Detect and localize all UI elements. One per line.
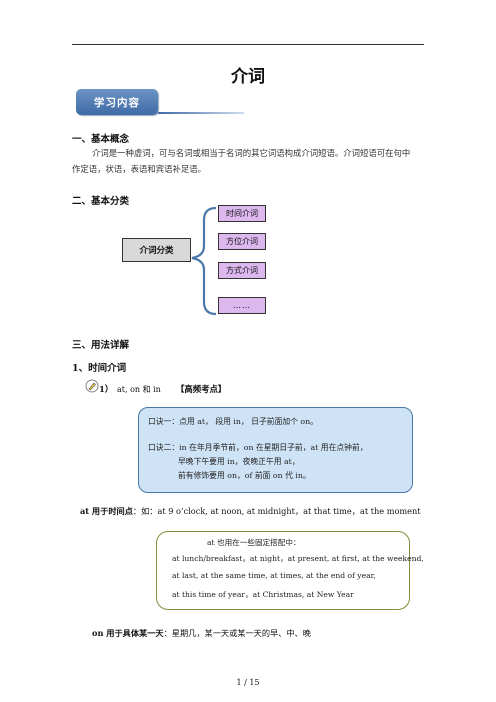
- fixed-phrases-box: [156, 531, 410, 610]
- on-usage-text: ：星期几，某一天或某一天的早、中、晚: [163, 628, 311, 638]
- fixed-phrases-heading: at 也用在一些固定搭配中：: [207, 538, 301, 547]
- mnemonic-line-2: 口诀二：in 在年月季节前，on 在星期日子前，at 用在点钟前，: [148, 443, 368, 452]
- on-usage-label: on 用于具体某一天: [92, 628, 164, 638]
- page-title: 介词: [231, 67, 265, 87]
- at-usage-examples: ：如：at 9 o’clock, at noon, at midnight，at…: [132, 506, 421, 516]
- on-usage-line: on 用于具体某一天：星期几，某一天或某一天的早、中、晚: [92, 627, 311, 639]
- at-usage-label: at 用于时间点: [80, 506, 133, 516]
- fixed-phrases-line-1: at lunch/breakfast，at night，at present, …: [172, 554, 424, 563]
- subsection-time-prep: 1、时间介词: [72, 363, 127, 374]
- fixed-phrases-line-3: at this time of year，at Christmas, at Ne…: [172, 590, 354, 599]
- concept-line-1: 介词是一种虚词，可与名词或相当于名词的其它词语构成介词短语。介词短语可在句中: [92, 148, 411, 158]
- item-title: at, on 和 in: [117, 385, 161, 394]
- section-heading-usage: 三、用法详解: [72, 340, 130, 351]
- item-number: 1）: [99, 384, 114, 394]
- leaf-time-prep: 时间介词: [218, 205, 266, 222]
- leaf-more: ……: [218, 297, 266, 314]
- classification-brace: [191, 206, 217, 316]
- classification-root: 介词分类: [122, 238, 191, 262]
- leaf-manner-prep: 方式介词: [218, 262, 266, 279]
- study-content-banner: 学习内容: [76, 89, 158, 115]
- banner-underline: [158, 112, 244, 114]
- concept-line-2: 作定语，状语，表语和宾语补足语。: [72, 164, 206, 174]
- mnemonic-line-1: 口诀一：点用 at， 段用 in， 日子前面加个 on。: [148, 417, 318, 426]
- section-heading-concept: 一、基本概念: [72, 134, 130, 145]
- mnemonic-box: [138, 407, 413, 493]
- leaf-place-prep: 方位介词: [218, 233, 266, 250]
- fixed-phrases-line-2: at last, at the same time, at times, at …: [172, 571, 376, 580]
- header-rule: [72, 44, 424, 45]
- pencil-icon: [85, 379, 99, 393]
- mnemonic-line-3: 早晚下午要用 in，夜晚正午用 at，: [178, 457, 300, 466]
- section-heading-classification: 二、基本分类: [72, 196, 130, 207]
- page-number: 1 / 15: [236, 678, 260, 687]
- at-usage-line: at 用于时间点：如：at 9 o’clock, at noon, at mid…: [80, 505, 421, 517]
- mnemonic-line-4: 前有修饰要用 on，of 前面 on 代 in。: [178, 471, 311, 480]
- high-frequency-tag: 【高频考点】: [176, 384, 227, 394]
